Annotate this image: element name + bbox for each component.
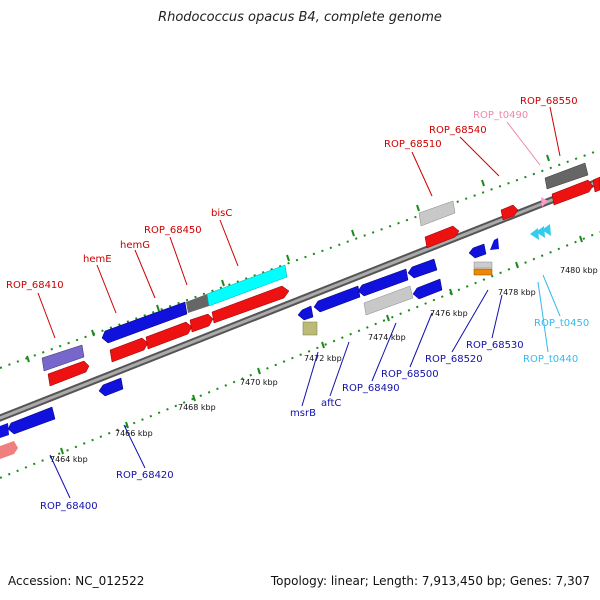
scale-label: 7468 kbp [178,403,216,412]
gene-feature [490,238,499,250]
gene-feature [145,321,193,350]
gene-feature [551,179,594,206]
gene-feature [7,406,56,435]
map-title: Rhodococcus opacus B4, complete genome [158,10,442,25]
reverse-strand-features [0,238,499,438]
scale-label: 7474 kbp [368,333,406,342]
gene-label: ROP_68420 [116,470,174,481]
gene-feature [297,305,314,321]
scale-label: 7476 kbp [430,309,468,318]
gene-label: msrB [290,408,316,419]
trna-feature [542,224,551,236]
gene-feature [0,441,18,459]
gene-label: hemG [120,240,150,251]
upper-major-ticks [26,154,550,363]
gene-feature [98,377,124,397]
gene-feature [544,162,589,190]
trna-feature [536,226,545,238]
gene-label: ROP_68490 [342,383,400,394]
gene-feature [424,225,460,249]
gene-label: ROP_68410 [6,280,64,291]
lower-major-ticks [60,235,583,455]
gene-label: ROP_68450 [144,225,202,236]
gene-labels-top: ROP_68410 hemE hemG ROP_68450 bisC ROP_6… [6,96,578,291]
gene-label: ROP_68400 [40,501,98,512]
gene-feature [211,285,290,324]
gene-label: ROP_t0440 [523,354,578,365]
leader-lines [37,106,561,499]
gene-feature [101,301,188,344]
gene-feature [473,261,493,269]
scale-label: 7464 kbp [50,455,88,464]
gene-label: ROP_68550 [520,96,578,107]
gene-label: aftC [321,398,341,409]
gene-label: hemE [83,254,112,265]
gene-labels-bottom: ROP_68400 ROP_68420 msrB aftC ROP_68490 … [40,318,589,512]
upper-scale-track [0,149,600,369]
topology-summary: Topology: linear; Length: 7,913,450 bp; … [270,574,590,588]
scale-label: 7480 kbp [560,266,598,275]
gene-feature [468,243,487,259]
gene-label: ROP_68500 [381,369,439,380]
gene-feature [313,285,361,313]
gene-feature [109,337,149,363]
gene-label: ROP_t0450 [534,318,589,329]
gene-label: ROP_68530 [466,340,524,351]
gene-feature [206,264,288,307]
gene-feature [0,423,9,438]
pseudogene-feature [418,200,456,227]
other-features [41,162,589,372]
scale-label: 7472 kbp [304,354,342,363]
scale-label: 7470 kbp [240,378,278,387]
pseudogene-feature [41,344,85,372]
accession-text: Accession: NC_012522 [8,574,145,588]
gene-feature [47,360,90,387]
gene-feature [357,268,409,297]
pseudogene-feature [363,285,414,316]
scale-label: 7478 kbp [498,288,536,297]
gene-feature [407,258,438,279]
lower-scale-track [0,231,600,479]
gene-feature [302,321,318,336]
trna-feature [541,197,548,207]
gene-feature [500,204,519,221]
gene-feature [592,176,600,193]
gene-feature [473,268,493,276]
gene-label: bisC [211,208,232,219]
gene-label: ROP_68520 [425,354,483,365]
gene-feature [189,313,214,333]
scale-labels: 7464 kbp 7466 kbp 7468 kbp 7470 kbp 7472… [50,266,598,464]
scale-label: 7466 kbp [115,429,153,438]
gene-label: ROP_68540 [429,125,487,136]
gene-feature [186,294,209,313]
gene-label: ROP_t0490 [473,110,528,121]
gene-feature [412,278,443,300]
trna-feature [530,228,539,240]
forward-strand-features [0,176,600,459]
gene-label: ROP_68510 [384,139,442,150]
